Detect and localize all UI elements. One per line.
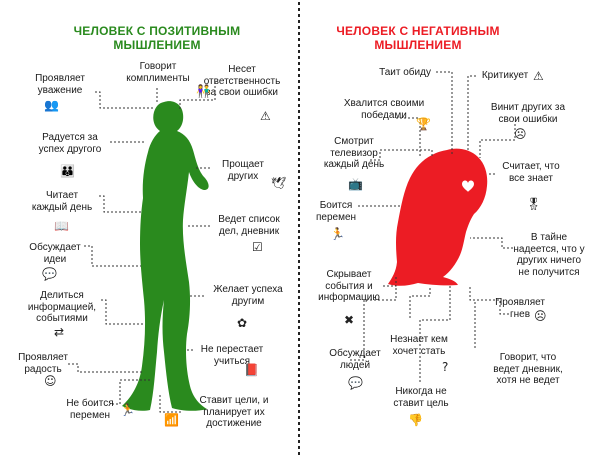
- positive-item-14: Ставит цели, и планирует их достижение: [199, 395, 269, 429]
- checklist-icon: ☑: [252, 240, 263, 254]
- positive-item-11: Не перестает учиться: [200, 344, 264, 367]
- chat-icon: 💬: [42, 267, 57, 281]
- positive-item-9: Желает успеха другим: [213, 284, 283, 307]
- positive-item-2: Говорит комплименты: [126, 61, 190, 84]
- angry-icon: ☹: [534, 309, 547, 323]
- positive-item-4: Радуется за успех другого: [38, 132, 102, 155]
- people-icon: 👥: [44, 98, 59, 112]
- negative-item-4: Винит других за свои ошибки: [490, 102, 566, 125]
- dove-icon: 🕊: [271, 176, 287, 190]
- negative-item-5: Смотрит телевизор каждый день: [323, 136, 385, 170]
- question-icon: ?: [442, 360, 449, 374]
- negative-item-6: Считает, что все знает: [502, 161, 560, 184]
- negative-silhouette: [388, 148, 488, 286]
- thumbs-down-icon: 👎: [408, 413, 423, 427]
- positive-item-8: Обсуждает идеи: [29, 242, 81, 265]
- negative-title: ЧЕЛОВЕК С НЕГАТИВНЫМ МЫШЛЕНИЕМ: [336, 24, 500, 52]
- negative-item-1: Таит обиду: [379, 67, 431, 78]
- positive-silhouette: [122, 101, 209, 411]
- negative-item-8: В тайне надеется, что у других ничего не…: [513, 232, 585, 278]
- negative-item-11: Незнает кем хочет стать: [390, 334, 448, 357]
- negative-item-14: Никогда не ставит цель: [393, 386, 449, 409]
- flower-icon: ✿: [237, 316, 248, 330]
- trophy-icon: 🏆: [416, 117, 431, 131]
- positive-connectors: [68, 82, 216, 413]
- tv-icon: 📺: [348, 177, 363, 191]
- negative-item-13: Говорит, что ведет дневник, хотя не веде…: [493, 352, 563, 386]
- positive-item-3: Несет ответственность за свои ошибки: [203, 64, 281, 98]
- sad-icon: ☹: [514, 127, 527, 141]
- reading-icon: 📖: [54, 219, 69, 233]
- negative-item-10: Проявляет гнев: [495, 297, 545, 320]
- share-icon: ⇄: [54, 325, 65, 339]
- happy-icon: ☺: [44, 374, 57, 388]
- gossip-icon: 💬: [348, 376, 363, 390]
- alert-icon: ⚠: [533, 69, 544, 83]
- positive-item-6: Читает каждый день: [31, 190, 93, 213]
- positive-title: ЧЕЛОВЕК С ПОЗИТИВНЫМ МЫШЛЕНИЕМ: [73, 24, 241, 52]
- exit-icon: 🏃: [330, 227, 345, 241]
- negative-item-12: Обсуждает людей: [329, 348, 381, 371]
- group-icon: 👪: [60, 164, 75, 178]
- positive-item-5: Прощает других: [222, 159, 264, 182]
- positive-item-10: Делиться информацией, событиями: [27, 290, 97, 324]
- negative-connectors: [350, 71, 516, 382]
- warning-icon: ⚠: [260, 109, 271, 123]
- book-icon: 📕: [244, 363, 259, 377]
- positive-item-13: Не боится перемен: [66, 398, 114, 421]
- positive-item-12: Проявляет радость: [18, 352, 68, 375]
- runner-icon: 🏃: [120, 403, 135, 417]
- negative-item-3: Хвалится своими победами: [343, 98, 425, 121]
- negative-item-2: Критикует: [481, 70, 529, 81]
- couple-icon: 👫: [196, 84, 211, 98]
- heart-icon: [462, 180, 474, 192]
- negative-item-7: Боится перемен: [315, 200, 357, 223]
- medal-icon: 🎖: [526, 197, 542, 211]
- hidden-info-icon: ✖: [344, 313, 355, 327]
- negative-item-9: Скрывает события и информацию: [318, 269, 380, 303]
- positive-item-1: Проявляет уважение: [35, 73, 85, 96]
- stairs-icon: 📶: [164, 413, 179, 427]
- positive-item-7: Ведет список дел, дневник: [218, 214, 280, 237]
